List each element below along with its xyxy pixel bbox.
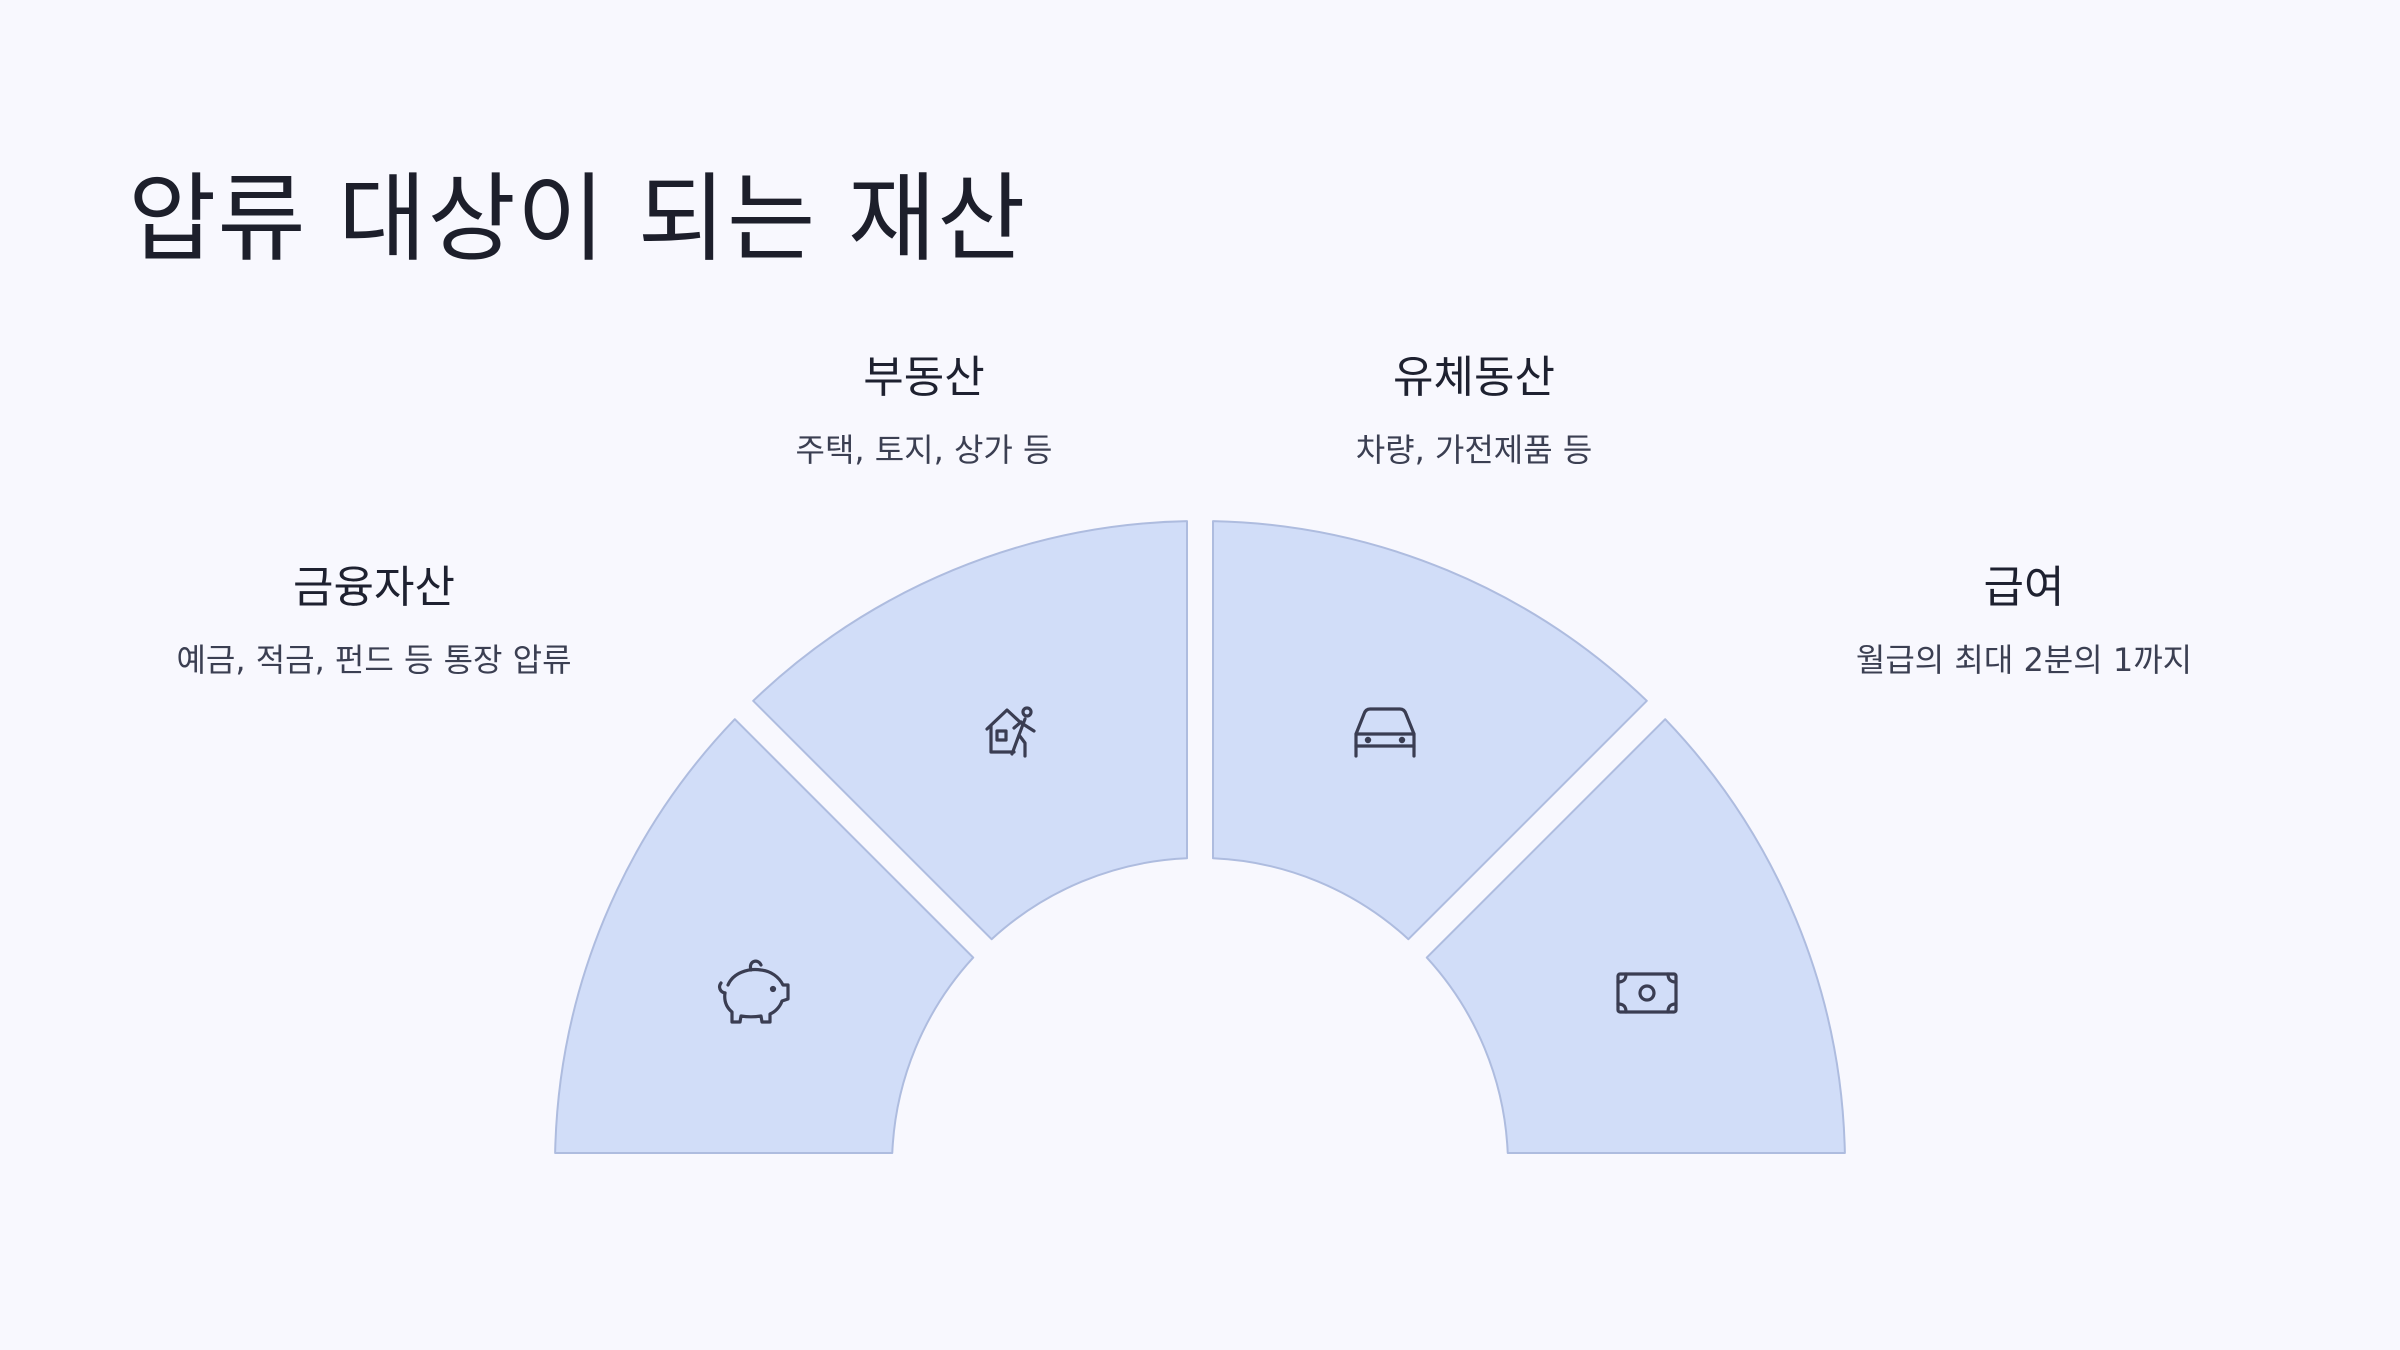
cash-icon (1616, 972, 1678, 1014)
car-icon (1354, 707, 1416, 758)
page-title: 압류 대상이 되는 재산 (128, 163, 1027, 275)
segment-description: 예금, 적금, 펀드 등 통장 압류 (176, 640, 572, 679)
segment-movable-property (1212, 520, 1648, 941)
segment-heading: 금융자산 (293, 562, 455, 613)
piggy-bank-icon (718, 959, 790, 1024)
segment-label-financial-assets: 금융자산 예금, 적금, 펀드 등 통장 압류 (176, 562, 571, 679)
segment-label-real-estate: 부동산 주택, 토지, 상가 등 (796, 352, 1053, 469)
segment-heading: 유체동산 (1393, 352, 1555, 403)
segment-description: 주택, 토지, 상가 등 (795, 430, 1053, 469)
segment-heading: 급여 (1983, 562, 2065, 613)
house-person-icon (985, 706, 1036, 758)
segment-heading: 부동산 (863, 352, 985, 403)
segment-label-salary: 급여 월급의 최대 2분의 1까지 (1856, 562, 2192, 679)
segment-description: 차량, 가전제품 등 (1355, 430, 1593, 469)
segment-financial-assets (554, 718, 975, 1154)
segment-salary (1425, 718, 1846, 1154)
segment-label-movable-property: 유체동산 차량, 가전제품 등 (1356, 352, 1593, 469)
segment-real-estate (752, 520, 1188, 941)
segment-description: 월급의 최대 2분의 1까지 (1855, 640, 2193, 679)
